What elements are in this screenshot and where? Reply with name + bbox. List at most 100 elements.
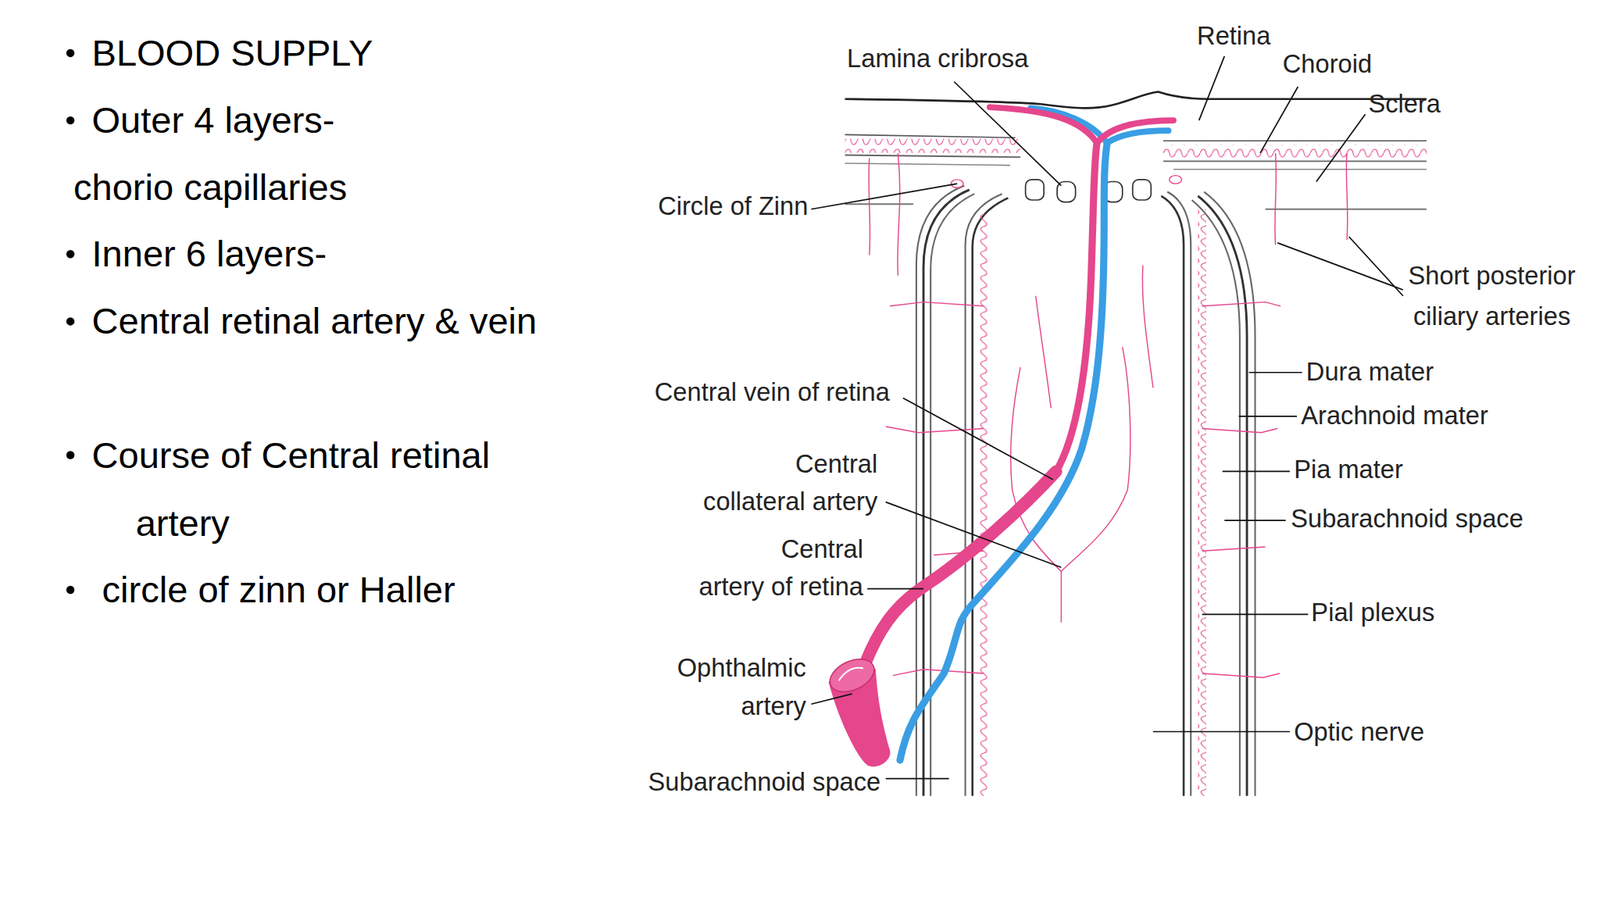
sclera-line: [844, 203, 914, 205]
leader-line: [1224, 519, 1286, 522]
leader-line: [810, 183, 958, 210]
vessel: [1202, 546, 1266, 551]
bullet-dot: [66, 585, 75, 594]
vessel: [1035, 296, 1052, 409]
artery-trunk: [865, 471, 1057, 664]
bullet-dot: [66, 116, 75, 125]
sclera-line: [844, 155, 1021, 158]
vessel: [1202, 302, 1282, 307]
bullet-dot: [66, 49, 75, 58]
vessel: [1202, 673, 1280, 678]
artery-branch: [989, 107, 1097, 143]
central-artery: [865, 107, 1174, 664]
bullet-text: circle of zinn or Haller: [102, 556, 456, 624]
part-label: Subarachnoid space: [648, 762, 882, 802]
ciliary-artery: [868, 157, 871, 255]
bullet-text: Outer 4 layers- chorio capillaries: [73, 86, 347, 222]
bullet-dot: [66, 250, 75, 258]
leader-line: [1199, 56, 1225, 121]
leader-line: [1249, 371, 1303, 374]
retina-line: [844, 134, 1015, 138]
leader-line: [1222, 471, 1290, 473]
sclera-line: [1163, 160, 1427, 162]
ciliary-artery: [1275, 153, 1277, 246]
pia-line: [965, 193, 1003, 797]
bullet-text: Course of Central retinal artery: [135, 421, 490, 558]
ophthalmic-artery: [825, 652, 891, 767]
circle-of-zinn: [1169, 175, 1183, 184]
lamina-pore: [1132, 179, 1152, 200]
vessel: [885, 426, 984, 433]
part-label: Pia mater: [1293, 450, 1404, 490]
leader-line: [1153, 731, 1290, 733]
part-label: Lamina cribrosa: [846, 39, 1029, 79]
lamina-pore: [1025, 179, 1045, 200]
sclera-line: [1173, 168, 1427, 171]
part-label: Arachnoid mater: [1300, 396, 1488, 436]
pia-line: [1160, 196, 1184, 797]
part-label: Sclera: [1368, 84, 1442, 124]
leader-line: [953, 81, 1061, 186]
bullet-dot: [66, 317, 75, 325]
part-label: Central artery of retina: [699, 530, 864, 607]
retina-surface: [844, 92, 1426, 109]
leader-line: [1239, 415, 1297, 418]
part-label: Subarachnoid space: [1290, 499, 1524, 539]
pial-plexus: [979, 214, 988, 796]
part-label: Central collateral artery: [703, 445, 878, 522]
bullet-dot: [66, 450, 75, 459]
pial-plexus: [1197, 209, 1206, 797]
vessel: [1142, 265, 1154, 389]
leader-line: [1316, 114, 1366, 182]
retina-line: [1163, 139, 1427, 142]
dura-line: [1203, 192, 1255, 797]
dura-line: [1192, 200, 1240, 797]
part-label: Retina: [1196, 16, 1271, 56]
part-label: Optic nerve: [1293, 712, 1425, 752]
artery-branch: [1096, 120, 1174, 143]
artery-end: [825, 652, 880, 699]
bullet-text: Central retinal artery & vein: [92, 287, 538, 355]
flow-mark: [839, 667, 864, 681]
leader-line: [1349, 236, 1404, 297]
part-label: Pial plexus: [1310, 592, 1435, 633]
ciliary-artery: [1346, 153, 1348, 240]
lamina-cribrosa: [1025, 179, 1152, 203]
sclera-line: [1265, 208, 1427, 211]
bullet-text: BLOOD SUPPLY: [92, 19, 374, 87]
pia-line: [972, 197, 1009, 796]
leader-line: [903, 397, 1054, 479]
leader-line: [1202, 613, 1309, 615]
nerve-sheaths: [916, 185, 1256, 797]
choroid-band: [844, 139, 1021, 154]
leader-line: [885, 778, 950, 780]
part-label: Choroid: [1282, 44, 1372, 84]
bullets: [66, 49, 75, 594]
vessel: [1202, 428, 1279, 433]
leader-line: [810, 693, 852, 704]
part-label: Ophthalmic artery: [677, 649, 807, 725]
eye-wall: [844, 92, 1426, 210]
ciliary-artery: [897, 153, 900, 276]
vessel: [889, 302, 984, 307]
leader-line: [1277, 242, 1404, 290]
part-label: Short posterior ciliary arteries: [1408, 255, 1576, 338]
leader-line: [1260, 86, 1298, 154]
part-label: Dura mater: [1306, 352, 1434, 392]
sclera-line: [844, 163, 1011, 166]
vessel: [892, 669, 984, 676]
dura-line: [1197, 196, 1247, 797]
artery-trunk: [1056, 142, 1097, 472]
leader-line: [867, 588, 924, 590]
part-label: Circle of Zinn: [657, 186, 808, 226]
small-vessels: [868, 153, 1348, 678]
part-label: Central vein of retina: [654, 372, 890, 412]
dura-line: [930, 193, 975, 797]
vein-trunk: [900, 142, 1108, 761]
central-vein: [900, 107, 1169, 761]
bullet-text: Inner 6 layers-: [92, 220, 328, 288]
choroid-band: [1163, 144, 1427, 159]
leader-line: [885, 502, 1062, 568]
